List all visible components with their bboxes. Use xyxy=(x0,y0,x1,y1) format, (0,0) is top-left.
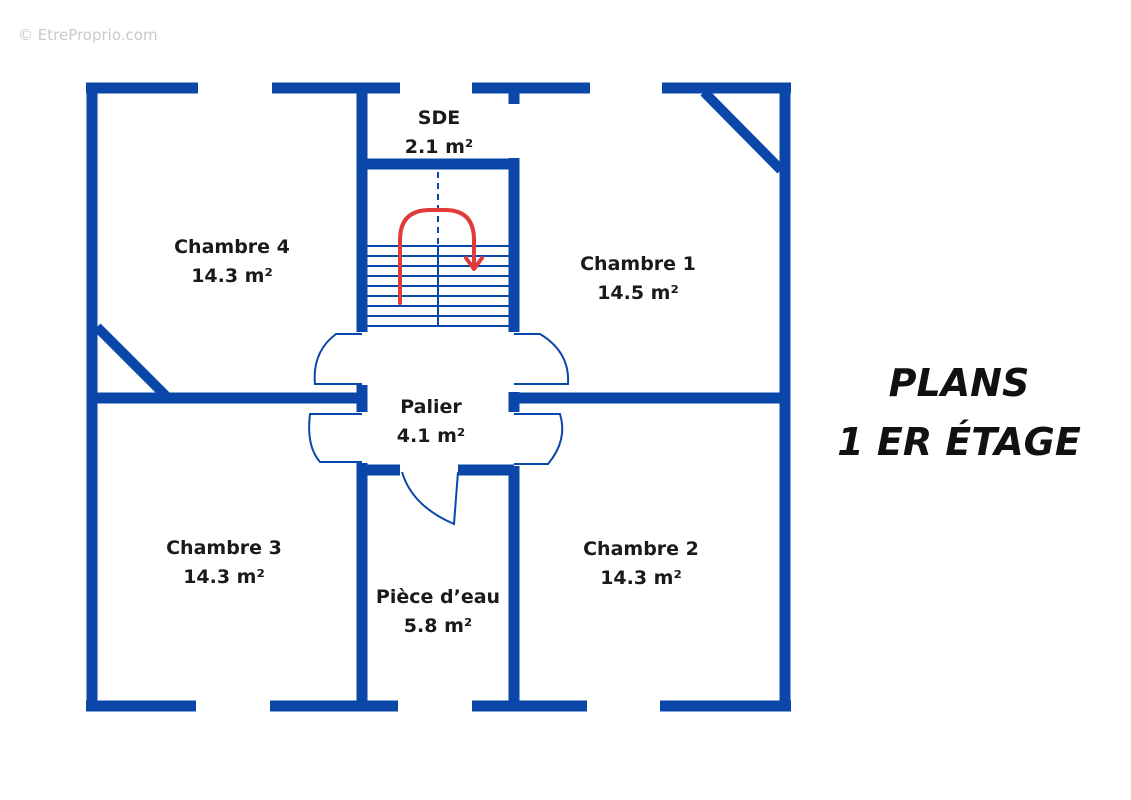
room-labels: SDE 2.1 m² Chambre 4 14.3 m² Chambre 1 1… xyxy=(166,107,699,637)
palier-area: 4.1 m² xyxy=(397,425,465,447)
watermark: © EtreProprio.com xyxy=(18,26,158,44)
chambre2-area: 14.3 m² xyxy=(600,567,682,589)
sde-name: SDE xyxy=(418,107,460,129)
sde-area: 2.1 m² xyxy=(405,136,473,158)
plan-title-line1: PLANS xyxy=(889,361,1030,405)
chambre1-name: Chambre 1 xyxy=(580,253,696,275)
piece-eau-name: Pièce d’eau xyxy=(376,586,500,608)
chambre3-name: Chambre 3 xyxy=(166,537,282,559)
stair-arrow xyxy=(398,208,484,305)
door-swings xyxy=(308,333,570,526)
walls xyxy=(86,82,791,712)
piece-eau-area: 5.8 m² xyxy=(404,615,472,637)
plan-title-line2: 1 ER ÉTAGE xyxy=(837,420,1081,464)
staircase xyxy=(367,172,510,327)
chambre4-name: Chambre 4 xyxy=(174,236,290,258)
chambre3-area: 14.3 m² xyxy=(183,566,265,588)
palier-name: Palier xyxy=(400,396,462,418)
chambre2-name: Chambre 2 xyxy=(583,538,699,560)
chambre4-area: 14.3 m² xyxy=(191,265,273,287)
wall-diagonals xyxy=(93,88,785,400)
chambre1-area: 14.5 m² xyxy=(597,282,679,304)
